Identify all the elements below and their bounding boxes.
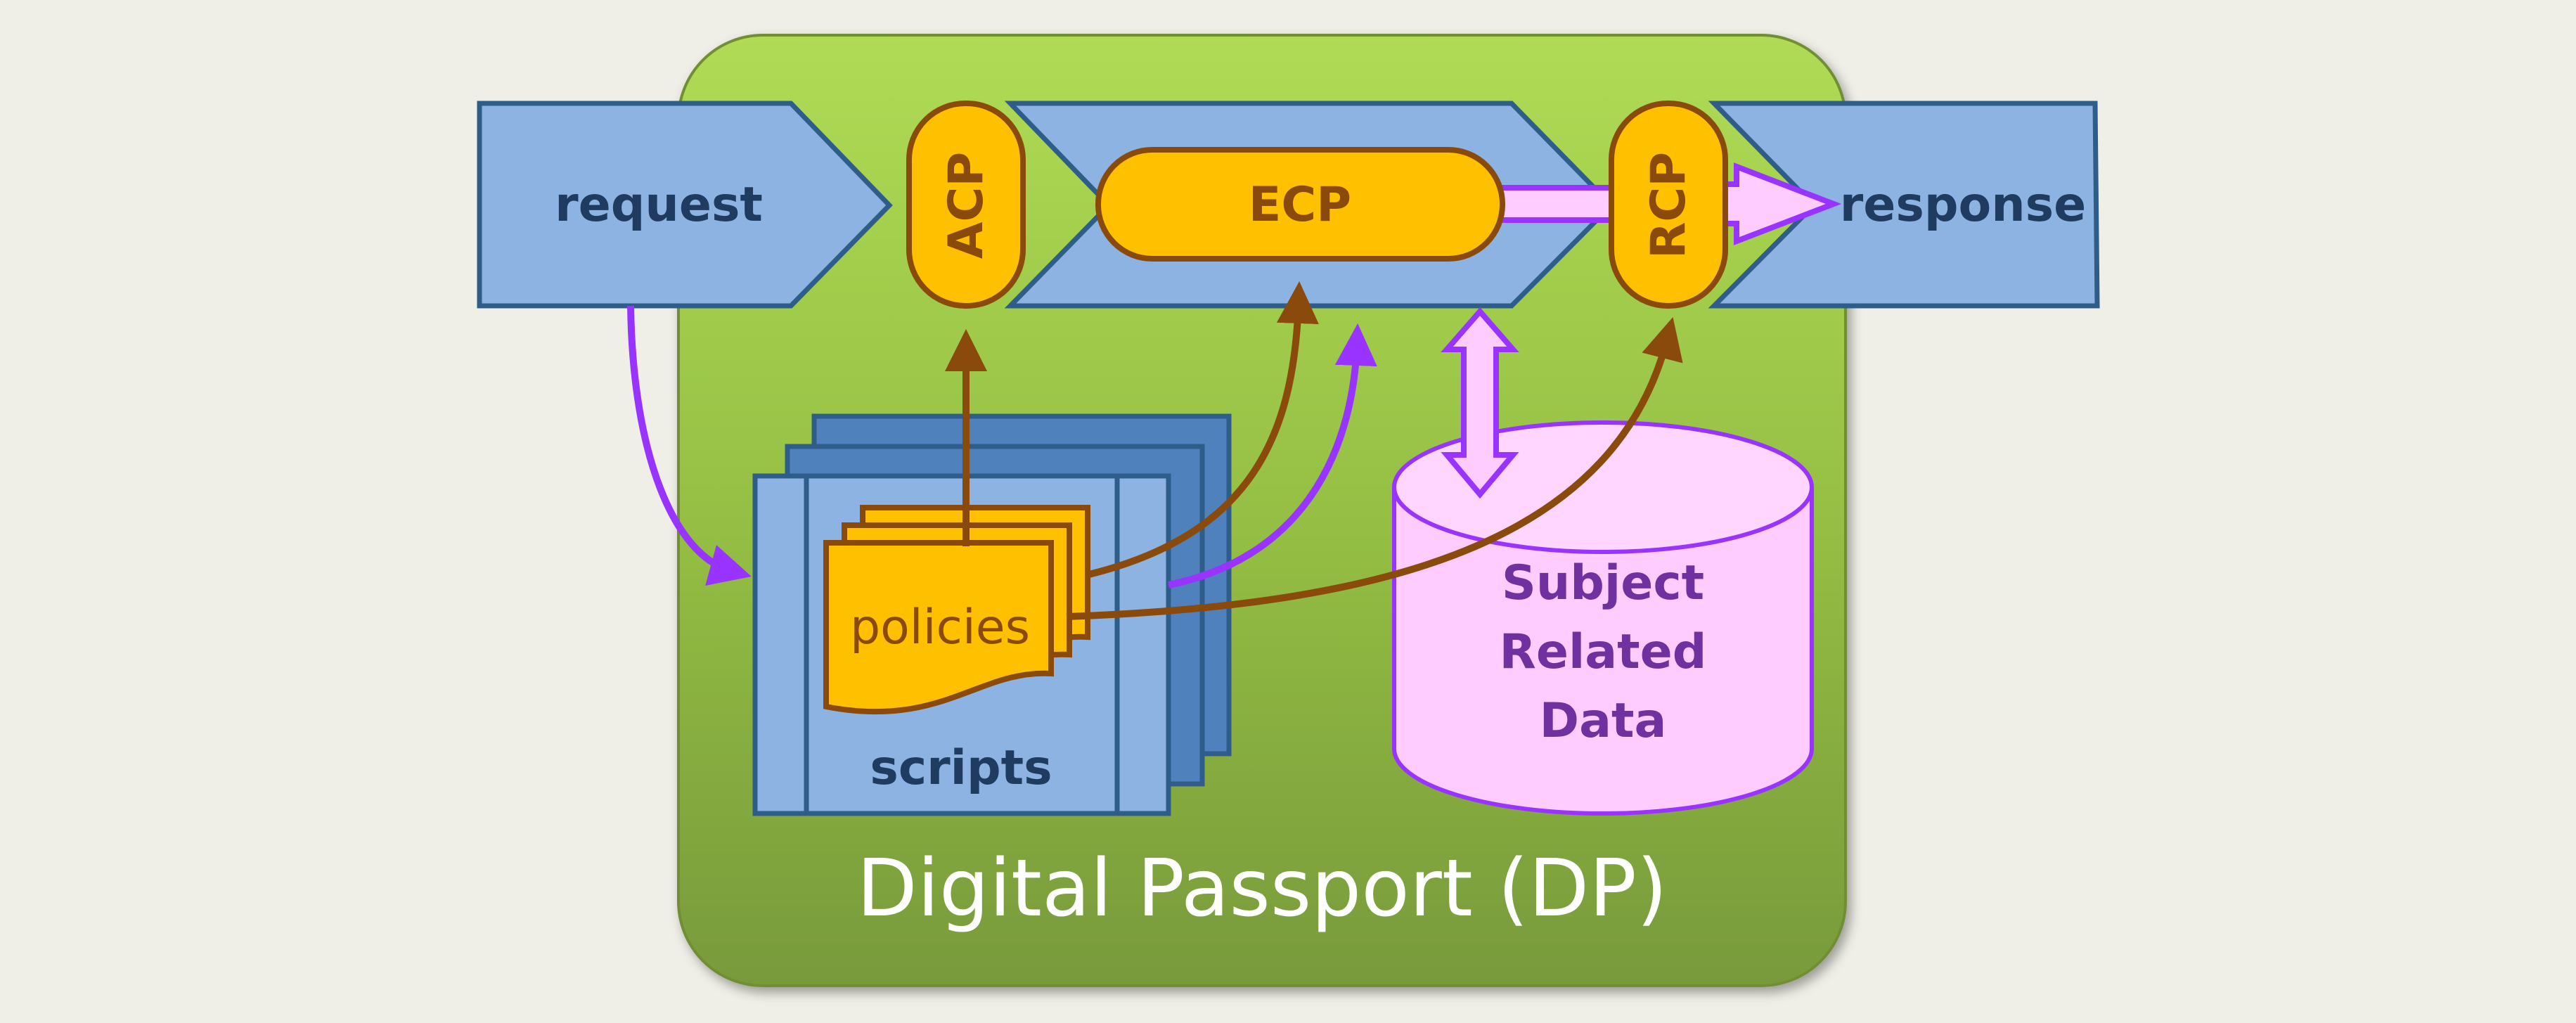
ecp-data-bidirectional-arrow <box>1441 307 1519 499</box>
acp-label: ACP <box>939 152 994 259</box>
request-arrow <box>477 101 893 309</box>
response-label: response <box>1840 177 2087 233</box>
request-to-scripts-arrow <box>627 305 752 586</box>
subject-data-line3: Data <box>1540 693 1667 749</box>
container-title: Digital Passport (DP) <box>856 843 1667 934</box>
policies-document <box>823 540 1054 715</box>
ecp-label: ECP <box>1249 177 1351 233</box>
ecp-box <box>1095 147 1505 262</box>
scripts-to-ecp-arrow <box>1168 323 1377 588</box>
policies-label: policies <box>850 600 1030 655</box>
request-label: request <box>555 177 763 233</box>
acp-box <box>906 101 1026 309</box>
rcp-box <box>1609 101 1728 309</box>
scripts-label: scripts <box>870 740 1052 796</box>
policy-to-rcp-arrow <box>1066 316 1683 620</box>
policy-to-ecp-arrow <box>1088 281 1319 578</box>
rcp-label: RCP <box>1641 152 1696 259</box>
subject-data-store: Subject Related Data <box>1392 420 1814 816</box>
policies-stack: policies <box>823 505 1090 715</box>
subject-data-line1: Subject <box>1502 555 1704 611</box>
subject-data-line2: Related <box>1500 624 1707 680</box>
